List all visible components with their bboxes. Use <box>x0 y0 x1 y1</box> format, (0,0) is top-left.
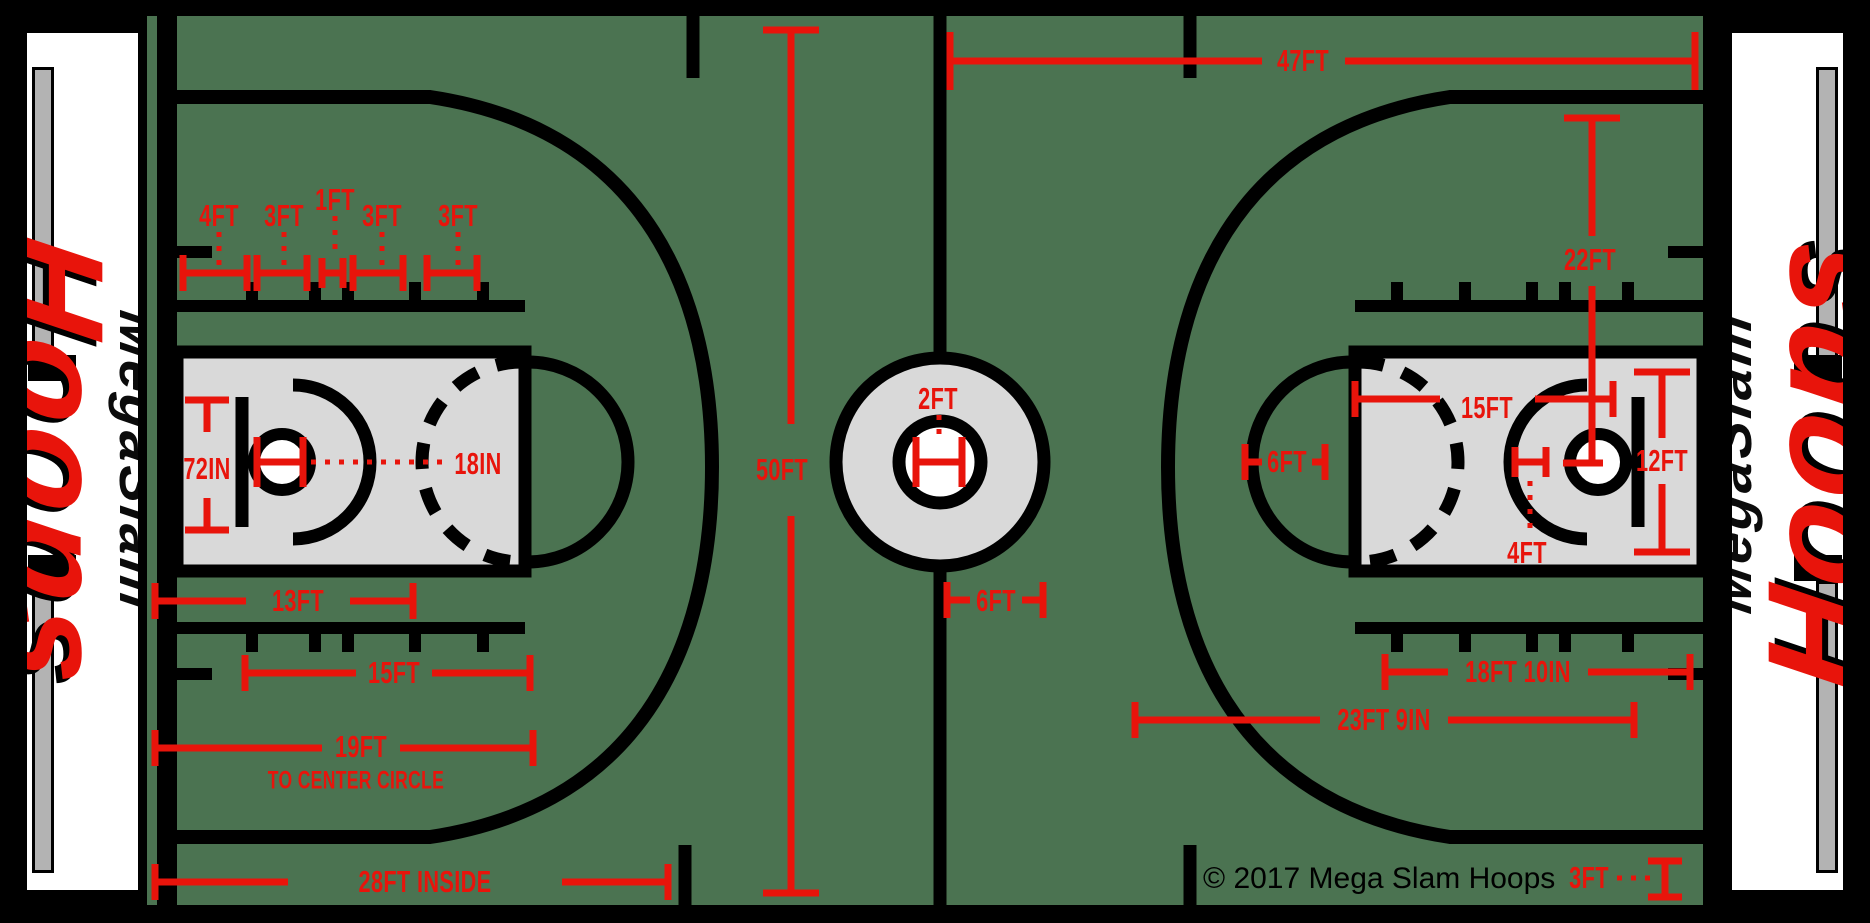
dim-label-arc-23ft9in: 23FT 9IN <box>1337 702 1431 737</box>
panel-bar-cap <box>1794 355 1842 381</box>
side-panel-right: MegaSlam Hoops <box>1723 24 1852 899</box>
panel-bar <box>32 581 54 873</box>
dim-label-ft-6ft-right: 6FT <box>1267 444 1307 479</box>
dim-label-lane-19ft: 19FT <box>334 729 388 764</box>
dim-15ft-right <box>1351 381 1617 417</box>
dim-label-arc-22ft: 22FT <box>1563 242 1617 277</box>
dim-center-spot <box>912 437 966 487</box>
copyright-text: © 2017 Mega Slam Hoops <box>1203 862 1556 895</box>
dimension-leaders <box>216 216 1650 881</box>
panel-bar <box>1816 581 1838 873</box>
bottom-border <box>0 905 1870 923</box>
logo-hoops-text: Hoops <box>1738 224 1852 699</box>
dim-15ft-left <box>241 655 534 691</box>
dim-label-restricted-4ft: 4FT <box>1507 535 1547 570</box>
dim-12ft <box>1634 368 1690 556</box>
dim-label-lane-3ft-c: 3FT <box>438 198 478 233</box>
ft-circle-dashed-right <box>1357 355 1465 569</box>
panel-bar-cap <box>28 555 76 581</box>
dim-28ft <box>151 864 672 900</box>
dim-6ft-center <box>943 582 1047 618</box>
logo-hoops-text: Hoops <box>18 224 132 699</box>
dim-label-to-center-circle: TO CENTER CIRCLE <box>267 766 445 795</box>
side-panel-left: MegaSlam Hoops <box>18 24 147 899</box>
key-left <box>170 345 532 578</box>
dim-label-apron-3ft: 3FT <box>1569 860 1609 895</box>
dim-47ft <box>946 32 1699 90</box>
dim-19ft <box>151 730 537 766</box>
three-point-line-left <box>177 90 720 844</box>
three-point-line-right <box>1160 90 1703 844</box>
dim-23ft9in <box>1131 702 1638 738</box>
dim-label-court-50ft: 50FT <box>755 452 809 487</box>
dim-label-rim-18in: 18IN <box>454 446 502 481</box>
ft-circle-solid-left <box>527 355 635 569</box>
dim-6ft-right <box>1241 444 1329 480</box>
panel-bar-cap <box>28 355 76 381</box>
baseline-ticks <box>177 246 1703 680</box>
dim-label-lane-3ft-b: 3FT <box>362 198 402 233</box>
dim-4ft-right <box>1511 447 1550 477</box>
dim-22ft <box>1563 114 1620 467</box>
dim-rim-left <box>253 437 307 487</box>
court-lines <box>157 16 1723 905</box>
lane-block-ticks <box>246 282 1634 652</box>
leaders-lane <box>216 216 461 266</box>
dim-label-lane-4ft: 4FT <box>199 198 239 233</box>
dim-50ft <box>763 26 819 897</box>
dim-label-court-28ft-inside: 28FT INSIDE <box>358 864 492 899</box>
dim-lane-spacing <box>179 255 481 291</box>
dim-13ft <box>151 583 417 619</box>
dim-label-half-47ft: 47FT <box>1276 43 1330 78</box>
dim-label-backboard-72in: 72IN <box>183 451 231 486</box>
dim-label-circle-6ft: 6FT <box>976 583 1016 618</box>
dim-label-lane-18ft10in: 18FT 10IN <box>1465 654 1571 689</box>
dim-label-ft-15ft-left: 15FT <box>367 655 421 690</box>
dim-72in <box>185 396 229 534</box>
panel-bar-cap <box>1794 555 1842 581</box>
dim-18ft10in <box>1381 654 1694 690</box>
megaslam-hoops-logo: MegaSlam Hoops <box>27 82 138 842</box>
ft-circle-dashed-left <box>415 355 523 569</box>
dim-label-center-2ft: 2FT <box>918 381 958 416</box>
top-border <box>0 0 1870 16</box>
dim-label-lane-3ft-a: 3FT <box>264 198 304 233</box>
dim-label-key-13ft: 13FT <box>271 583 325 618</box>
dim-label-lane-1ft: 1FT <box>315 182 355 217</box>
dim-3ft-apron <box>1648 857 1682 901</box>
restricted-arc-right <box>1503 378 1588 546</box>
hash-marks-top <box>686 16 1197 78</box>
dimension-lines <box>151 26 1699 901</box>
megaslam-hoops-logo: MegaSlam Hoops <box>1732 82 1843 842</box>
hash-marks-bottom <box>678 845 1197 905</box>
dim-label-ft-15ft-right: 15FT <box>1460 390 1514 425</box>
dim-label-key-12ft: 12FT <box>1635 443 1689 478</box>
